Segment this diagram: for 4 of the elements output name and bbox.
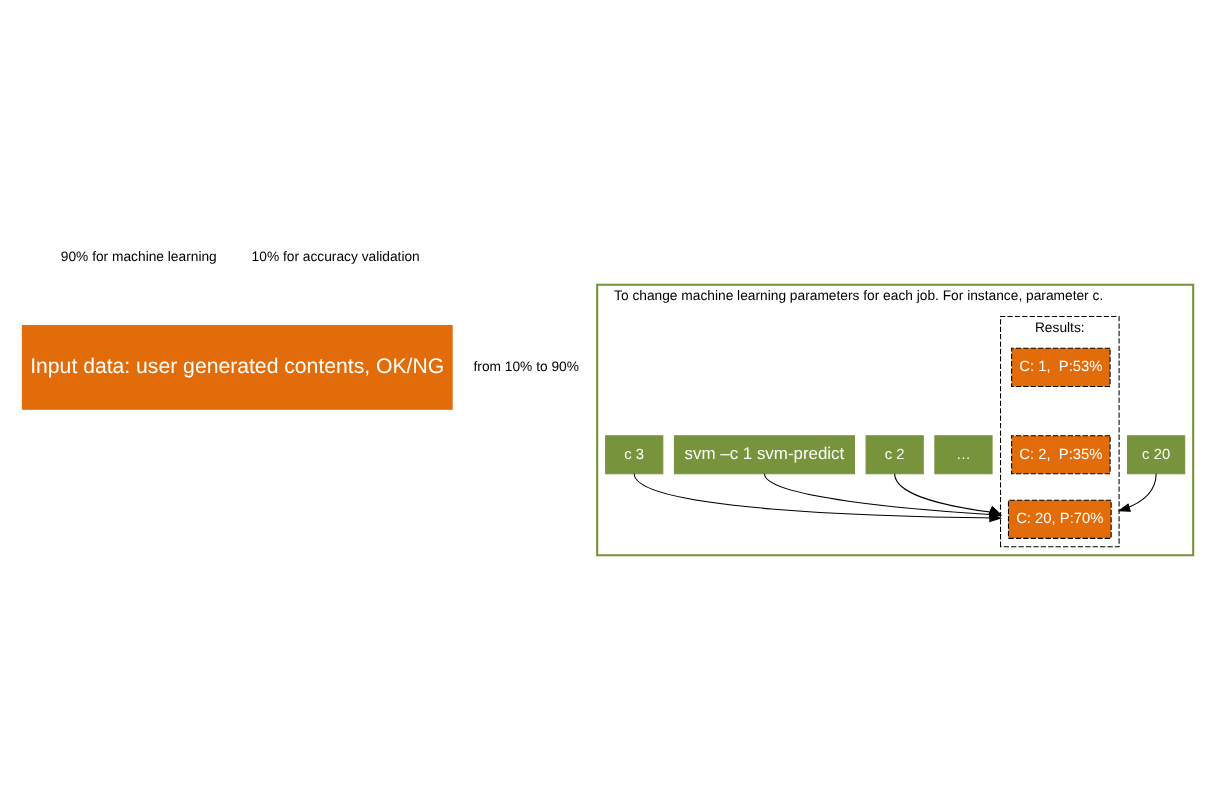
node-box: svm –c 1 svm-predict bbox=[673, 435, 855, 475]
arrow bbox=[1117, 473, 1157, 512]
arrow bbox=[894, 473, 1002, 515]
node-box: Input data: user generated contents, OK/NG bbox=[21, 325, 453, 410]
